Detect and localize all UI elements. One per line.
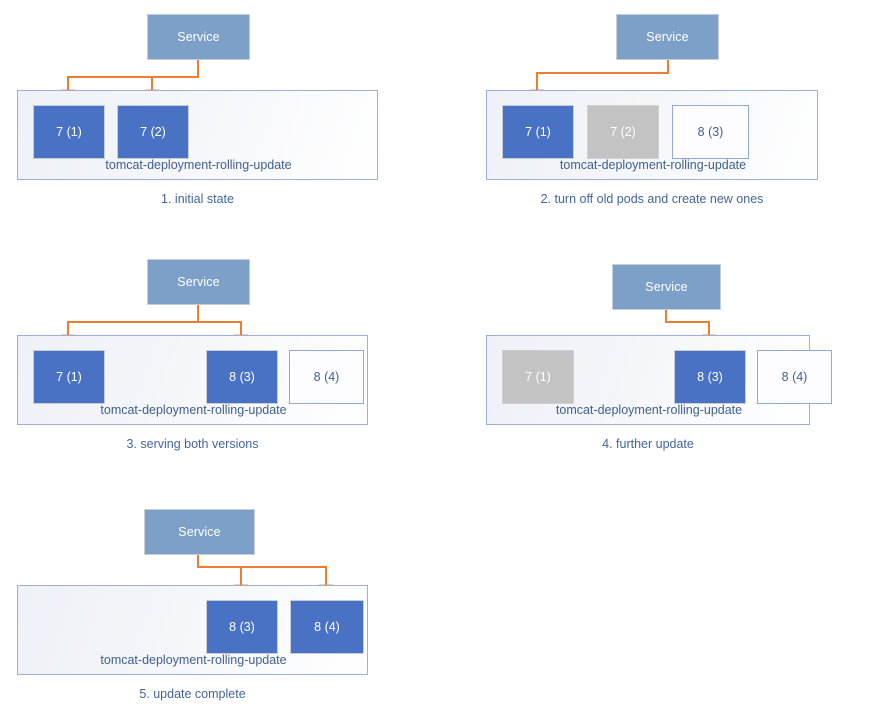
panel-caption: 4. further update bbox=[602, 437, 694, 451]
arrow-panel-5 bbox=[197, 555, 334, 595]
deployment-container[interactable]: 7 (1) 8 (3) 8 (4) tomcat-deployment-roll… bbox=[17, 335, 368, 425]
arrow-panel-2 bbox=[529, 60, 669, 100]
pod-7-1[interactable]: 7 (1) bbox=[502, 105, 574, 159]
panel-caption: 5. update complete bbox=[139, 687, 246, 701]
deployment-label: tomcat-deployment-rolling-update bbox=[559, 158, 747, 172]
deployment-label: tomcat-deployment-rolling-update bbox=[100, 653, 287, 667]
pod-8-3[interactable]: 8 (3) bbox=[672, 105, 749, 159]
deployment-label: tomcat-deployment-rolling-update bbox=[100, 403, 287, 417]
arrow-panel-1 bbox=[60, 60, 199, 100]
arrow-panel-3 bbox=[60, 305, 249, 345]
pod-8-4[interactable]: 8 (4) bbox=[289, 350, 364, 404]
panel-caption: 3. serving both versions bbox=[126, 437, 259, 451]
service-node[interactable]: Service bbox=[612, 264, 721, 310]
pod-8-4[interactable]: 8 (4) bbox=[290, 600, 364, 654]
pod-8-3[interactable]: 8 (3) bbox=[206, 350, 278, 404]
pod-8-3[interactable]: 8 (3) bbox=[674, 350, 746, 404]
deployment-label: tomcat-deployment-rolling-update bbox=[105, 158, 292, 172]
pod-8-4[interactable]: 8 (4) bbox=[757, 350, 832, 404]
panel-caption: 1. initial state bbox=[161, 192, 234, 206]
pod-8-3[interactable]: 8 (3) bbox=[206, 600, 278, 654]
deployment-container[interactable]: 7 (1) 7 (2) tomcat-deployment-rolling-up… bbox=[17, 90, 378, 180]
deployment-container[interactable]: 7 (1) 8 (3) 8 (4) tomcat-deployment-roll… bbox=[486, 335, 832, 425]
pod-7-1[interactable]: 7 (1) bbox=[33, 350, 105, 404]
pod-7-2[interactable]: 7 (2) bbox=[587, 105, 659, 159]
deployment-container[interactable]: 8 (3) 8 (4) tomcat-deployment-rolling-up… bbox=[17, 585, 368, 675]
panel-caption: 2. turn off old pods and create new ones bbox=[540, 192, 764, 206]
deployment-container[interactable]: 7 (1) 7 (2) 8 (3) tomcat-deployment-roll… bbox=[486, 90, 818, 180]
service-node[interactable]: Service bbox=[147, 14, 250, 60]
deployment-label: tomcat-deployment-rolling-update bbox=[555, 403, 743, 417]
service-node[interactable]: Service bbox=[147, 259, 250, 305]
pod-7-1[interactable]: 7 (1) bbox=[502, 350, 574, 404]
service-node[interactable]: Service bbox=[144, 509, 255, 555]
pod-7-2[interactable]: 7 (2) bbox=[117, 105, 189, 159]
arrow-panel-4 bbox=[665, 310, 717, 345]
service-node[interactable]: Service bbox=[616, 14, 719, 60]
pod-7-1[interactable]: 7 (1) bbox=[33, 105, 105, 159]
